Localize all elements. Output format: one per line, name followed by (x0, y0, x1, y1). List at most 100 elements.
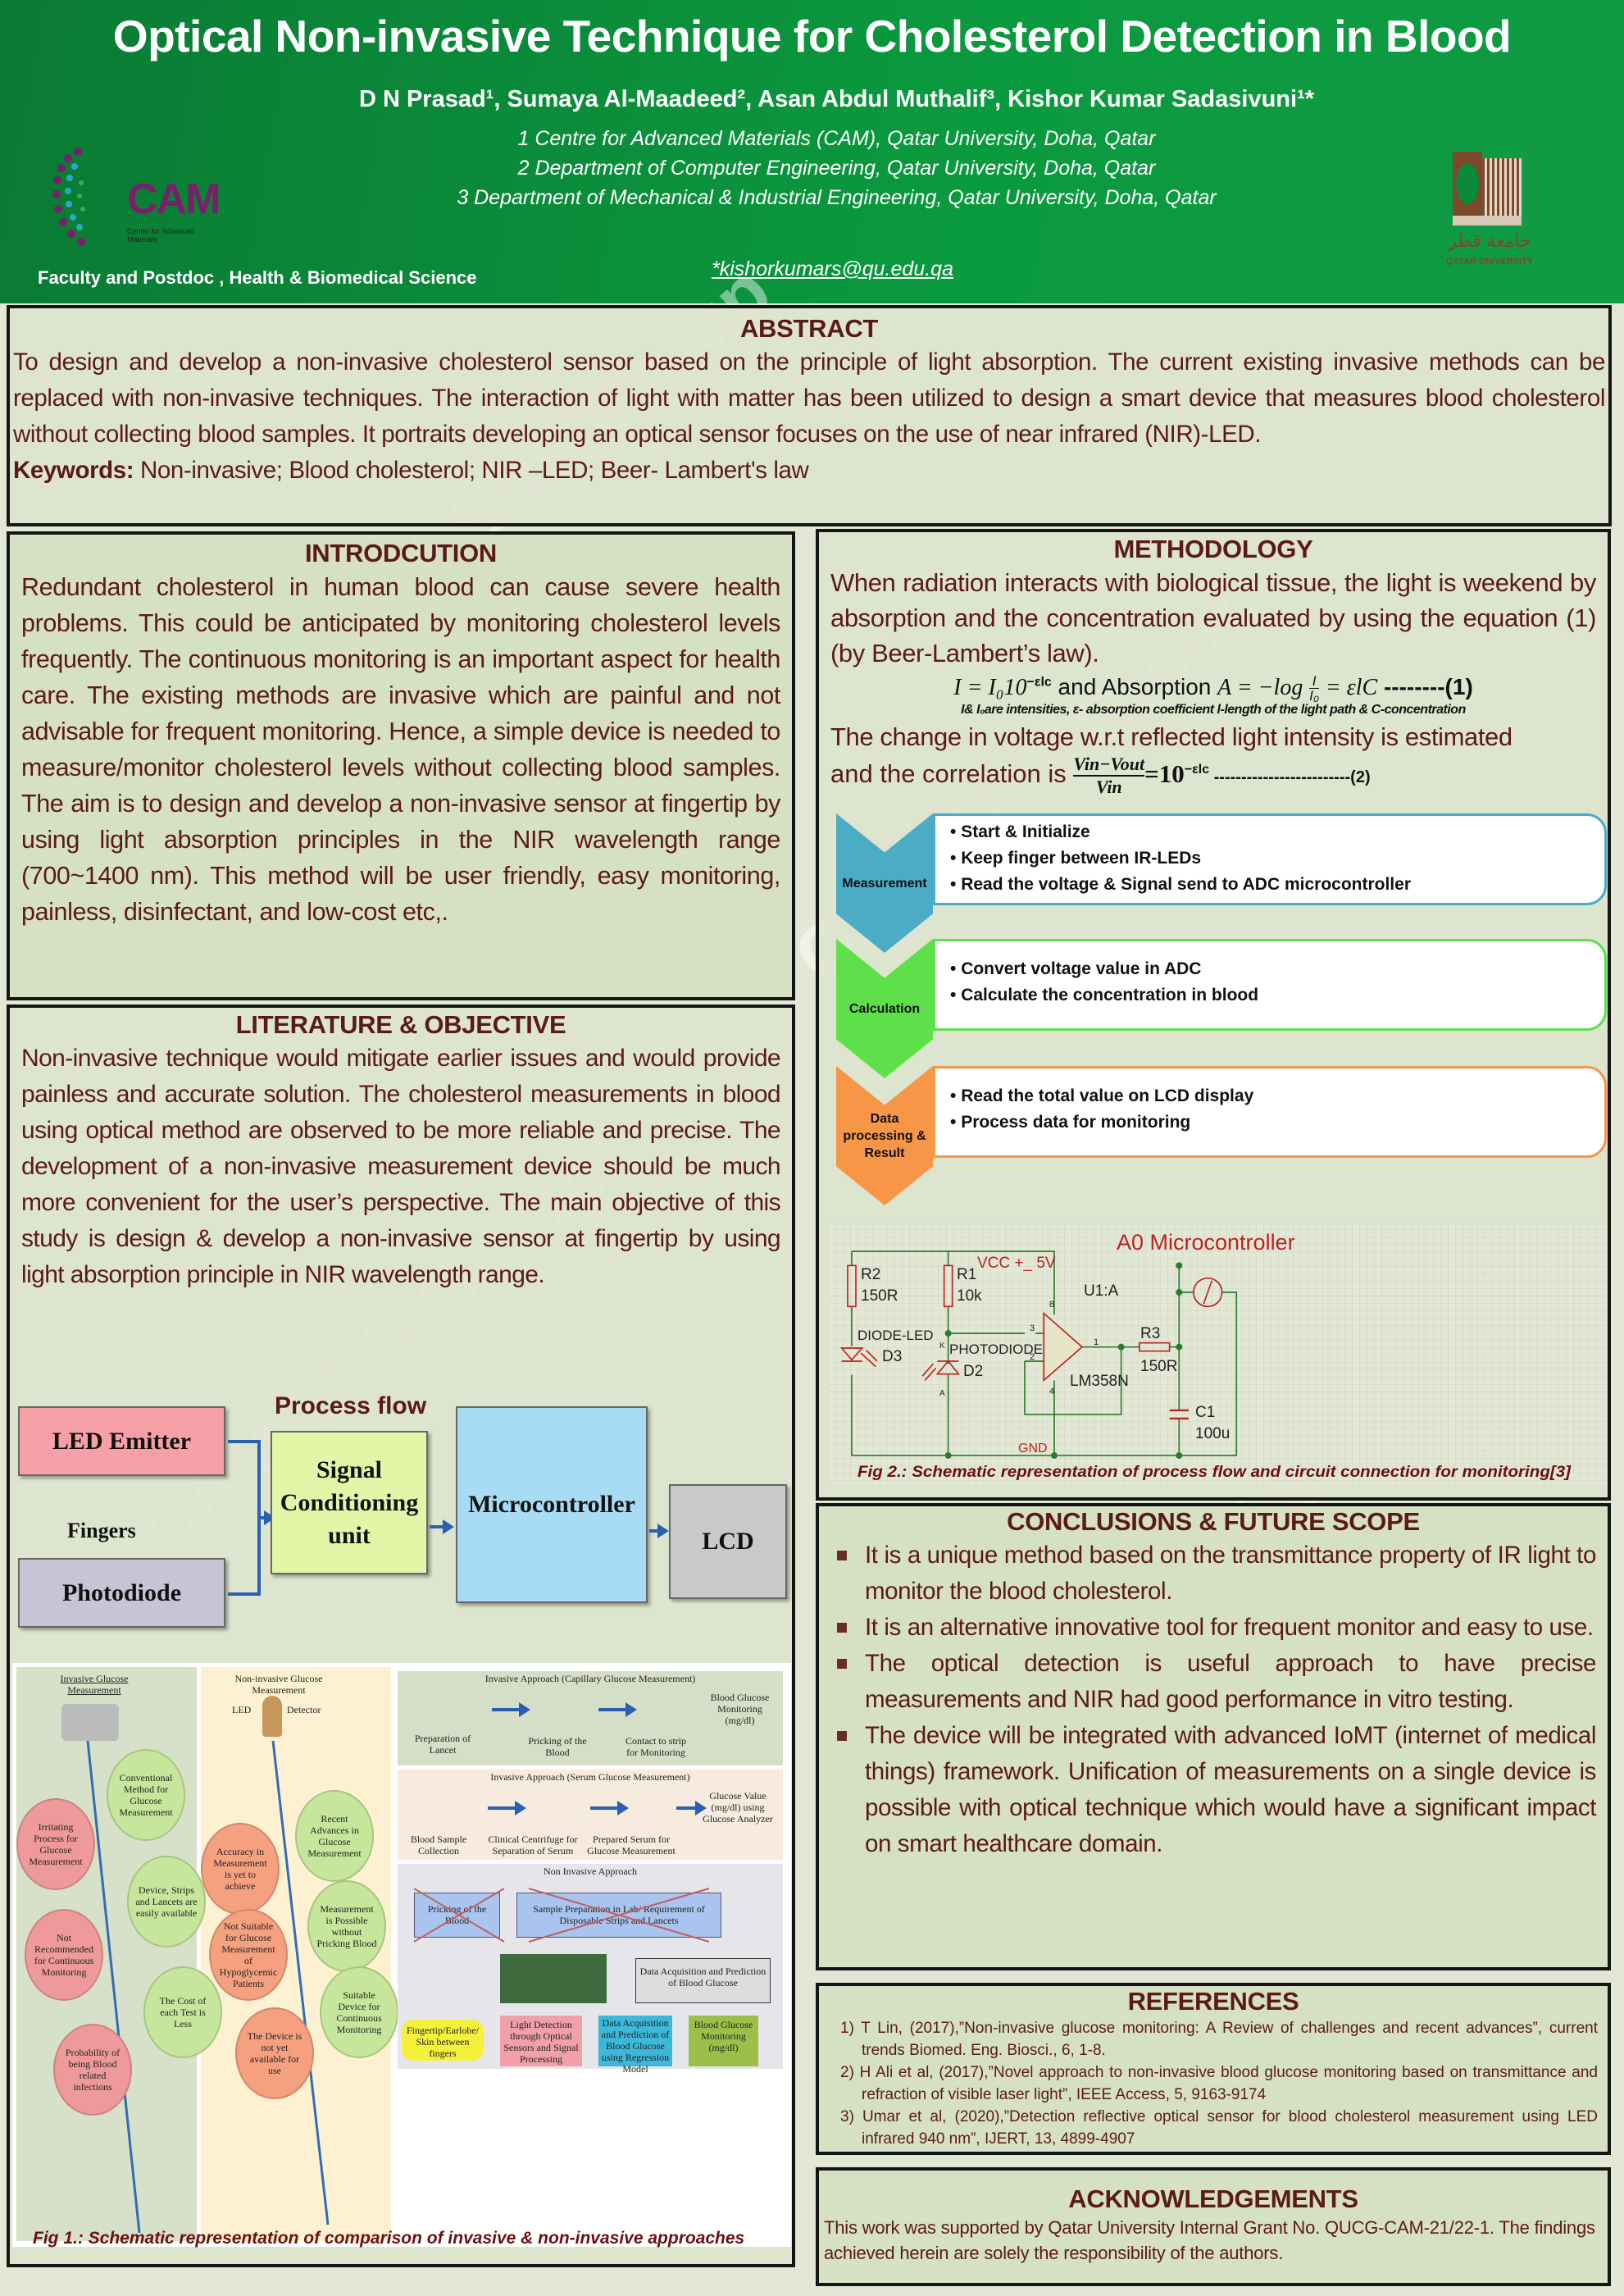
capillary-title: Invasive Approach (Capillary Glucose Mea… (484, 1673, 696, 1684)
lcd-box: LCD (669, 1484, 787, 1599)
circuit-photo (500, 1954, 607, 2003)
abstract-section: ABSTRACT To design and develop a non-inv… (7, 305, 1612, 526)
led-label: DIODE-LED (857, 1328, 934, 1343)
r1-label: R1 (957, 1266, 976, 1283)
svg-text:4: 4 (1049, 1387, 1054, 1396)
timeline-lines (86, 1740, 330, 2234)
invasive-con-2: Not Recommended for Continuous Monitorin… (25, 1909, 103, 2001)
capillary-step: Pricking of the Blood (528, 1735, 587, 1758)
svg-text:3: 3 (1030, 1323, 1035, 1333)
cam-logo-text: CAM (127, 175, 221, 223)
references-heading: REFERENCES (1127, 1987, 1299, 2016)
step-item: Keep finger between IR-LEDs (950, 845, 1590, 872)
conclusion-item: It is a unique method based on the trans… (832, 1538, 1596, 1610)
affiliation-2: 2 Department of Computer Engineering, Qa… (517, 157, 1156, 180)
c1-label: C1 (1195, 1404, 1215, 1421)
invasive-pro-1: Conventional Method for Glucose Measurem… (107, 1749, 185, 1841)
svg-text:1: 1 (1094, 1337, 1099, 1347)
circuit-schematic: A0 Microcontroller VCC +_ 5V R2 150R R1 10… (828, 1222, 1607, 1484)
arrow-icon (430, 1519, 454, 1534)
poster-header: Optical Non-invasive Technique for Chole… (0, 0, 1624, 303)
serum-title: Invasive Approach (Serum Glucose Measure… (490, 1771, 690, 1783)
methodology-text: When radiation interacts with biological… (830, 568, 1596, 667)
invasive-pro-2: Device, Strips and Lancets are easily av… (127, 1856, 206, 1947)
detector-label: Detector (287, 1704, 321, 1715)
r1-value: 10k (957, 1287, 982, 1305)
svg-text:8: 8 (1049, 1300, 1054, 1310)
capillary-panel: Invasive Approach (Capillary Glucose Mea… (398, 1671, 783, 1765)
reference-item: 1) T Lin, (2017),”Non-invasive glucose m… (840, 2020, 1598, 2059)
led-label: LED (232, 1704, 252, 1715)
gnd-label: GND (1018, 1442, 1048, 1456)
photodiode-box: Photodiode (18, 1558, 225, 1628)
flow-step: Light Detection through Optical Sensors … (500, 2016, 582, 2066)
flow-step: Data Acquisition and Prediction of Blood… (598, 2016, 672, 2075)
vcc-label: VCC +_ 5V (977, 1255, 1056, 1272)
step-item: Read the voltage & Signal send to ADC mi… (950, 872, 1590, 898)
cam-logo: CAM Center for Advanced Materials (45, 144, 242, 250)
qatar-university-logo: جامعة قطر QATAR UNIVERSITY (1444, 152, 1535, 275)
step-item: Read the total value on LCD display (950, 1083, 1590, 1109)
led-emitter-box: LED Emitter (18, 1406, 225, 1476)
noninvasive-approach-panel: Non Invasive Approach Pricking of the Bl… (398, 1864, 783, 2075)
finger-icon (262, 1696, 282, 1737)
arrow-icon (261, 1510, 275, 1525)
figure-2-caption: Fig 2.: Schematic representation of proc… (857, 1464, 1572, 1481)
acknowledgements-heading: ACKNOWLEDGEMENTS (1068, 2184, 1358, 2213)
flow-step: Fingertip/Earlobe/ Skin between fingers (402, 2020, 484, 2061)
introduction-heading: INTRODCUTION (304, 539, 498, 567)
r2-value: 150R (861, 1287, 898, 1305)
cam-logo-subtitle: Center for Advanced Materials (127, 227, 195, 244)
noninvasive-pro-2: Measurement is Possible without Pricking… (307, 1880, 386, 1972)
step-item: Calculate the concentration in blood (950, 982, 1590, 1009)
opamp-label: LM358N (1070, 1373, 1129, 1390)
r3-label: R3 (1140, 1325, 1160, 1342)
circuit-title: A0 Microcontroller (1117, 1230, 1295, 1255)
connector-bracket (228, 1440, 261, 1596)
conclusions-heading: CONCLUSIONS & FUTURE SCOPE (1007, 1507, 1420, 1536)
acknowledgements-section: ACKNOWLEDGEMENTS This work was supported… (816, 2167, 1611, 2286)
noninvasive-title: Non-invasive Glucose Measurement (234, 1673, 323, 1696)
figure-1-caption: Fig 1.: Schematic representation of comp… (33, 2229, 745, 2248)
qu-logo-text: QATAR UNIVERSITY (1445, 257, 1534, 266)
noninvasive-con-2: Not Suitable for Glucose Measurement of … (209, 1909, 288, 2001)
abstract-text: To design and develop a non-invasive cho… (13, 348, 1605, 448)
abstract-heading: ABSTRACT (739, 314, 879, 343)
noninv-title: Non Invasive Approach (544, 1866, 637, 1877)
affiliation-3: 3 Department of Mechanical & Industrial … (457, 186, 1217, 209)
noninvasive-con-1: Accuracy in Measurement is yet to achiev… (201, 1823, 280, 1915)
invasive-pro-3: The Cost of each Test is Less (143, 1966, 222, 2058)
poster-title: Optical Non-invasive Technique for Chole… (112, 11, 1512, 61)
references-section: REFERENCES 1) T Lin, (2017),”Non-invasiv… (816, 1983, 1611, 2155)
svg-text:2: 2 (1030, 1352, 1035, 1362)
daq-box: Data Acquisition and Prediction of Blood… (635, 1958, 771, 2003)
serum-step: Blood Sample Collection (410, 1834, 467, 1856)
r2-label: R2 (861, 1266, 880, 1283)
conclusions-section: CONCLUSIONS & FUTURE SCOPE It is a uniqu… (816, 1503, 1611, 1970)
literature-text: Non-invasive technique would mitigate ea… (21, 1045, 781, 1288)
step-item: Start & Initialize (950, 819, 1590, 845)
capillary-step: Contact to strip for Monitoring (625, 1735, 686, 1758)
keywords-text: Non-invasive; Blood cholesterol; NIR –LE… (134, 457, 809, 484)
acknowledgements-text: This work was supported by Qatar Univers… (824, 2217, 1595, 2263)
reference-item: 2) H Ali et al, (2017),”Novel approach t… (840, 2064, 1598, 2103)
figure-1: Invasive Glucose Measurement Non-invasiv… (12, 1663, 791, 2248)
serum-panel: Invasive Approach (Serum Glucose Measure… (398, 1770, 783, 1860)
glucometer-icon (61, 1704, 119, 1741)
flow-step: Blood Glucose Monitoring (mg/dl) (689, 2016, 758, 2066)
conclusion-item: The optical detection is useful approach… (832, 1646, 1596, 1718)
qu-logo-arabic: جامعة قطر (1448, 230, 1531, 251)
authors: D N Prasad¹, Sumaya Al-Maadeed², Asan Ab… (358, 86, 1315, 112)
capillary-step: Preparation of Lancet (414, 1733, 471, 1756)
microcontroller-box: Microcontroller (456, 1406, 648, 1603)
signal-conditioning-box: Signal Conditioning unit (271, 1431, 428, 1574)
c1-value: 100u (1195, 1425, 1230, 1442)
conclusion-item: The device will be integrated with advan… (832, 1718, 1596, 1862)
fingers-label: Fingers (67, 1519, 136, 1542)
d2-label: D2 (963, 1363, 983, 1380)
serum-step: Prepared Serum for Glucose Measurement (587, 1834, 676, 1856)
category-label: Faculty and Postdoc , Health & Biomedica… (38, 267, 477, 288)
step-item: Process data for monitoring (950, 1109, 1590, 1136)
email-link[interactable]: *kishorkumars@qu.edu.qa (712, 257, 953, 280)
